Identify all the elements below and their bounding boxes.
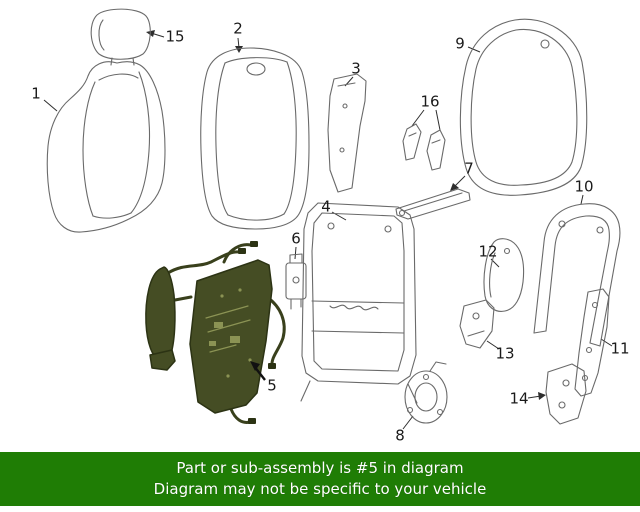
callout-14: 14 [509,389,529,408]
banner-line-2: Diagram may not be specific to your vehi… [153,480,487,498]
highlight-banner: Part or sub-assembly is #5 in diagram Di… [0,452,640,506]
banner-line-1: Part or sub-assembly is #5 in diagram [176,459,464,477]
callout-10: 10 [574,177,594,196]
callout-1: 1 [31,84,41,103]
part-16-clips [402,123,446,171]
callout-3: 3 [351,59,361,78]
callout-4: 4 [321,197,331,216]
callout-5-arrow [250,361,266,381]
callout-2: 2 [233,19,243,38]
part-14-mount-bracket [545,363,587,425]
part-9-seat-back-cover [459,18,588,196]
part-12-side-pad [483,238,525,312]
part-13-bracket [459,299,495,349]
callout-8: 8 [395,426,405,445]
part-11-side-member [574,288,610,397]
part-1-seat-back-cushion [46,61,166,233]
panel-detail-lines [205,305,251,353]
part-15-headrest [90,8,151,66]
callout-5: 5 [267,376,277,395]
callout-9: 9 [455,34,465,53]
callout-6: 6 [291,229,301,248]
part-5-back-panel-highlighted [145,241,286,424]
part-8-recliner-motor [404,361,448,424]
wire-connectors [238,241,276,424]
callout-12: 12 [478,242,498,261]
part-10-frame-support [533,203,621,347]
part-2-seat-back-pad [200,47,310,230]
left-strap [145,266,176,362]
callout-13: 13 [495,344,515,363]
harness-wires [166,243,286,424]
strap-foot [149,349,176,371]
part-3-side-shield [327,73,367,193]
callout-15: 15 [165,27,185,46]
callout-7: 7 [464,159,474,178]
part-7-support-rod [395,188,471,220]
callout-11: 11 [610,339,630,358]
panel-detail-marks [209,288,252,378]
callout-16: 16 [420,92,440,111]
part-4-seat-back-frame [300,202,418,404]
part-6-lumbar-actuator [285,253,307,310]
